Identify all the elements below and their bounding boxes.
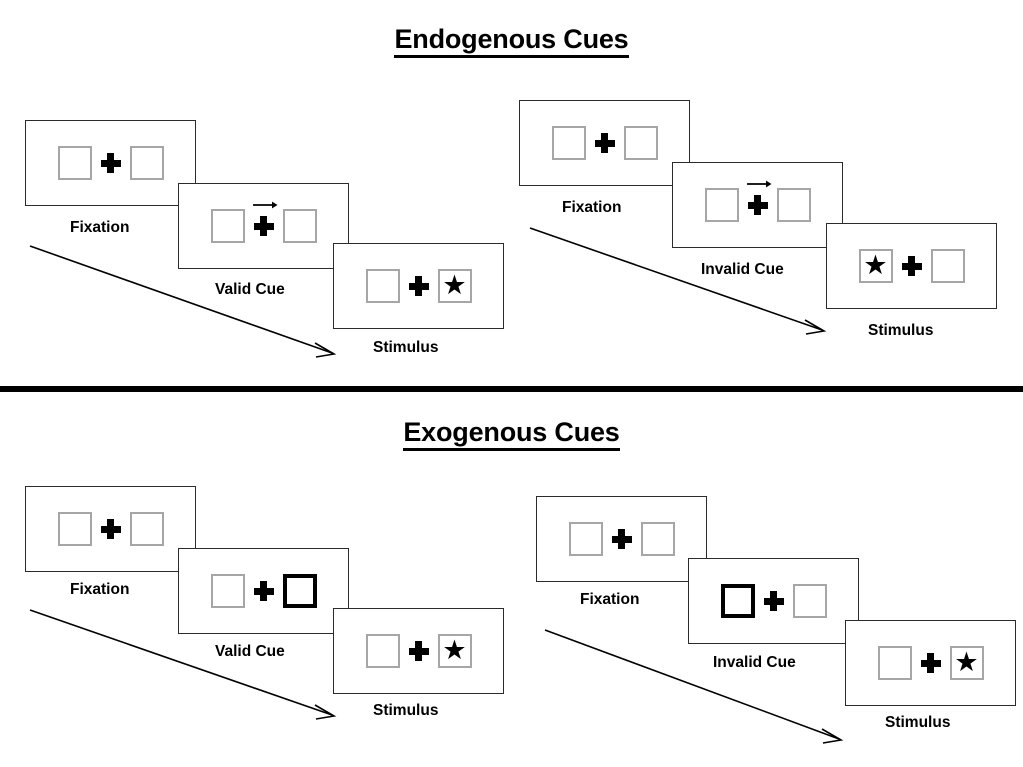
fixation-cross-slot	[603, 529, 641, 549]
fixation-cross-slot	[400, 641, 438, 661]
section-title-endogenous: Endogenous Cues	[0, 24, 1023, 58]
left-placeholder-box	[877, 646, 912, 680]
section-divider	[0, 386, 1023, 392]
frame-content	[210, 574, 317, 608]
right-placeholder-box	[282, 209, 317, 243]
time-arrow-icon-exogenous-valid	[29, 609, 337, 720]
fixation-cross-slot	[912, 653, 950, 673]
left-placeholder-box	[210, 574, 245, 608]
plus-cross-icon	[408, 641, 429, 661]
right-placeholder-box	[129, 512, 164, 546]
caption-endogenous-invalid-stimulus: Stimulus	[868, 322, 934, 339]
star-icon: ★	[442, 269, 467, 300]
frame-content	[57, 512, 164, 546]
section-title-exogenous: Exogenous Cues	[0, 417, 1023, 451]
caption-exogenous-invalid-fixation: Fixation	[580, 591, 640, 608]
plus-cross-icon	[611, 529, 632, 549]
right-placeholder-box	[930, 249, 965, 283]
caption-endogenous-invalid-cue: Invalid Cue	[701, 261, 784, 278]
plus-cross-icon	[747, 195, 768, 215]
left-placeholder-box	[210, 209, 245, 243]
frame-exogenous-invalid-cue[interactable]	[688, 558, 859, 644]
plus-cross-icon	[408, 276, 429, 296]
fixation-cross-slot	[245, 201, 283, 236]
left-placeholder-box-cued	[720, 584, 755, 618]
frame-exogenous-invalid-fixation[interactable]	[536, 496, 707, 582]
right-placeholder-box: ★	[437, 634, 472, 668]
plus-cross-icon	[100, 519, 121, 539]
plus-cross-icon	[253, 581, 274, 601]
fixation-cross-slot	[586, 133, 624, 153]
plus-cross-icon	[594, 133, 615, 153]
right-placeholder-box	[623, 126, 658, 160]
left-placeholder-box: ★	[858, 249, 893, 283]
frame-exogenous-valid-cue[interactable]	[178, 548, 349, 634]
left-placeholder-box	[57, 146, 92, 180]
left-placeholder-box	[704, 188, 739, 222]
section-title-exogenous-text: Exogenous Cues	[403, 417, 620, 451]
fixation-cross-slot	[893, 256, 931, 276]
frame-content	[568, 522, 675, 556]
fixation-cross-slot	[400, 276, 438, 296]
right-placeholder-box	[776, 188, 811, 222]
frame-content	[57, 146, 164, 180]
frame-endogenous-valid-fixation[interactable]	[25, 120, 196, 206]
frame-exogenous-invalid-stimulus[interactable]: ★	[845, 620, 1016, 706]
time-arrow-icon-endogenous-invalid	[529, 227, 827, 335]
caption-exogenous-valid-cue: Valid Cue	[215, 643, 285, 660]
right-placeholder-box	[792, 584, 827, 618]
frame-exogenous-valid-stimulus[interactable]: ★	[333, 608, 504, 694]
arrow-right-icon	[252, 201, 278, 209]
star-icon: ★	[863, 249, 888, 280]
left-placeholder-box	[365, 269, 400, 303]
caption-endogenous-invalid-fixation: Fixation	[562, 199, 622, 216]
frame-content: ★	[365, 269, 472, 303]
frame-content: ★	[365, 634, 472, 668]
arrow-right-icon	[746, 180, 772, 188]
plus-cross-icon	[920, 653, 941, 673]
left-placeholder-box	[551, 126, 586, 160]
frame-content	[210, 201, 317, 243]
right-placeholder-box-cued	[282, 574, 317, 608]
star-icon: ★	[442, 634, 467, 665]
plus-cross-icon	[253, 216, 274, 236]
fixation-cross-slot	[755, 591, 793, 611]
caption-exogenous-valid-fixation: Fixation	[70, 581, 130, 598]
plus-cross-icon	[763, 591, 784, 611]
frame-exogenous-valid-fixation[interactable]	[25, 486, 196, 572]
frame-content	[551, 126, 658, 160]
caption-endogenous-valid-fixation: Fixation	[70, 219, 130, 236]
left-placeholder-box	[57, 512, 92, 546]
caption-exogenous-valid-stimulus: Stimulus	[373, 702, 439, 719]
frame-endogenous-invalid-cue[interactable]	[672, 162, 843, 248]
left-placeholder-box	[568, 522, 603, 556]
star-icon: ★	[954, 646, 979, 677]
plus-cross-icon	[100, 153, 121, 173]
frame-content: ★	[877, 646, 984, 680]
caption-exogenous-invalid-cue: Invalid Cue	[713, 654, 796, 671]
right-placeholder-box	[129, 146, 164, 180]
caption-endogenous-valid-cue: Valid Cue	[215, 281, 285, 298]
frame-endogenous-valid-stimulus[interactable]: ★	[333, 243, 504, 329]
plus-cross-icon	[901, 256, 922, 276]
frame-endogenous-invalid-fixation[interactable]	[519, 100, 690, 186]
caption-endogenous-valid-stimulus: Stimulus	[373, 339, 439, 356]
right-placeholder-box	[640, 522, 675, 556]
frame-content	[720, 584, 827, 618]
fixation-cross-slot	[92, 153, 130, 173]
time-arrow-icon-endogenous-valid	[29, 245, 337, 358]
frame-endogenous-invalid-stimulus[interactable]: ★	[826, 223, 997, 309]
fixation-cross-slot	[739, 180, 777, 215]
frame-content	[704, 180, 811, 222]
section-title-endogenous-text: Endogenous Cues	[394, 24, 629, 58]
frame-endogenous-valid-cue[interactable]	[178, 183, 349, 269]
caption-exogenous-invalid-stimulus: Stimulus	[885, 714, 951, 731]
right-placeholder-box: ★	[949, 646, 984, 680]
fixation-cross-slot	[245, 581, 283, 601]
left-placeholder-box	[365, 634, 400, 668]
fixation-cross-slot	[92, 519, 130, 539]
right-placeholder-box: ★	[437, 269, 472, 303]
frame-content: ★	[858, 249, 965, 283]
time-arrow-icon-exogenous-invalid	[544, 629, 844, 744]
